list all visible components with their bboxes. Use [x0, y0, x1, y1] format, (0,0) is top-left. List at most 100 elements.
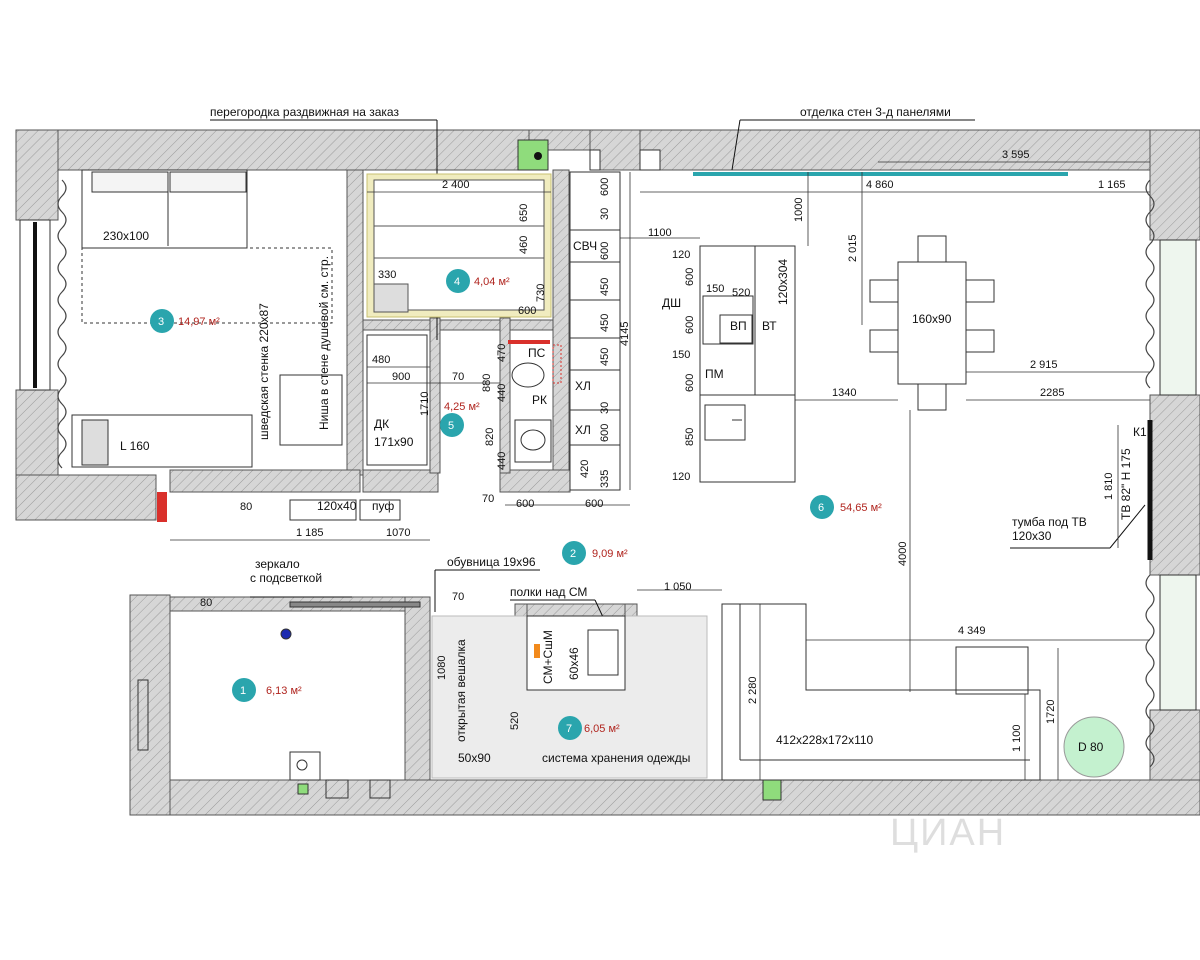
microwave-label: СВЧ: [573, 239, 597, 253]
room-7-area: 6,05 м²: [584, 723, 620, 735]
shower-size: 171х90: [374, 435, 414, 449]
dim-4000: 4000: [897, 542, 909, 566]
wall-panels-label: отделка стен 3-д панелями: [800, 105, 951, 119]
bedroom: [71, 169, 343, 468]
dim-30b: 30: [599, 402, 611, 414]
dim-520b: 520: [509, 712, 521, 730]
dim-120b: 120: [672, 471, 690, 483]
dim-4860: 4 860: [866, 179, 894, 191]
niche-label: Ниша в стене душевой см. стр.: [317, 256, 331, 430]
swedish-wall-label: шведская стенка 220х87: [257, 303, 271, 440]
island: [699, 245, 796, 483]
round-table-label: D 80: [1078, 740, 1104, 754]
dim-150b: 150: [672, 349, 690, 361]
dim-450c: 450: [599, 348, 611, 366]
dim-600-k2: 600: [684, 316, 696, 334]
dim-820: 820: [484, 428, 496, 446]
curtains: [57, 179, 1155, 768]
dim-330: 330: [378, 269, 396, 281]
dim-2400: 2 400: [442, 179, 470, 191]
partition-label: перегородка раздвижная на заказ: [210, 105, 399, 119]
dim-30a: 30: [599, 208, 611, 220]
room-3-area: 14,97 м²: [178, 316, 220, 328]
tv-stand-1: тумба под ТВ: [1012, 515, 1087, 529]
dim-450b: 450: [599, 314, 611, 332]
dim-1165: 1 165: [1098, 179, 1126, 191]
sink-pm-label: ПМ: [705, 367, 724, 381]
dim-900: 900: [392, 371, 410, 383]
bench-label: 120х40: [317, 499, 357, 513]
room-4-area: 4,04 м²: [474, 276, 510, 288]
dim-1185: 1 185: [296, 527, 324, 539]
room-5-area: 4,25 м²: [444, 401, 480, 413]
dim-480: 480: [372, 354, 390, 366]
fridge2-label: ХЛ: [575, 423, 591, 437]
dim-470: 470: [496, 344, 508, 362]
dim-1000: 1000: [793, 198, 805, 222]
toilet-label: ПС: [528, 346, 546, 360]
dim-1720: 1720: [1045, 700, 1057, 724]
dim-1050: 1 050: [664, 581, 692, 593]
room-2-number: 2: [570, 548, 576, 560]
dim-3595: 3 595: [1002, 149, 1030, 161]
open-hanger-label: открытая вешалка: [454, 639, 468, 742]
sink-label: РК: [532, 393, 547, 407]
room-1-number: 1: [240, 685, 246, 697]
dim-120a: 120: [672, 249, 690, 261]
dim-1070: 1070: [386, 527, 410, 539]
walls: [15, 129, 1200, 816]
dim-450a: 450: [599, 278, 611, 296]
mirror-label-2: с подсветкой: [250, 571, 322, 585]
l160-label: L 160: [120, 439, 150, 453]
dim-70a: 70: [452, 371, 464, 383]
dim-850: 850: [684, 428, 696, 446]
room5: [157, 334, 562, 522]
dimension-lines: [170, 161, 1150, 780]
bed-size: 230х100: [103, 229, 149, 243]
room7: [526, 615, 626, 691]
sofa-size: 412х228х172х110: [776, 733, 874, 747]
dim-730: 730: [535, 284, 547, 302]
room-6-number: 6: [818, 502, 824, 514]
dim-1080: 1080: [436, 656, 448, 680]
mirror-label-1: зеркало: [255, 557, 300, 571]
tv-stand-2: 120х30: [1012, 529, 1052, 543]
dim-80a: 80: [240, 501, 252, 513]
windows: [19, 219, 1197, 711]
dim-2015: 2 015: [847, 234, 859, 262]
dim-600b: 600: [599, 242, 611, 260]
pouf-label: пуф: [372, 499, 394, 513]
room-5-number: 5: [448, 420, 454, 432]
dishwasher-label: ДШ: [662, 296, 681, 310]
kitchen-column: [569, 149, 661, 491]
dim-1810: 1 810: [1103, 472, 1115, 500]
dining-size: 160х90: [912, 312, 952, 326]
dim-1100: 1100: [648, 227, 672, 239]
room-6-area: 54,65 м²: [840, 502, 882, 514]
room-2-area: 9,09 м²: [592, 548, 628, 560]
dim-2285: 2285: [1040, 387, 1064, 399]
dim-70b: 70: [482, 493, 494, 505]
oven-label: ВТ: [762, 319, 777, 333]
dim-420: 420: [579, 460, 591, 478]
dim-600-k3: 600: [684, 374, 696, 392]
shoe-rack-label: обувница 19х96: [447, 555, 536, 569]
dimension-texts: 3 595 4 860 1 165 2 400 650 460 730 600 …: [200, 149, 1126, 752]
dim-650: 650: [518, 204, 530, 222]
hall: [137, 499, 421, 799]
dim-2915: 2 915: [1030, 359, 1058, 371]
dim-600-k: 600: [684, 268, 696, 286]
dim-460: 460: [518, 236, 530, 254]
dim-80b: 80: [200, 597, 212, 609]
k1-label: К1: [1133, 425, 1147, 439]
watermark: ЦИАН: [890, 812, 1006, 854]
room-3-number: 3: [158, 316, 164, 328]
dim-4145: 4145: [619, 322, 631, 346]
island-size: 120х304: [776, 259, 790, 305]
fridge1-label: ХЛ: [575, 379, 591, 393]
dim-520-k: 520: [732, 287, 750, 299]
sofa: [721, 603, 1041, 801]
dim-150a: 150: [706, 283, 724, 295]
washer-size: 60х46: [567, 647, 581, 680]
wall-panel-line: [693, 172, 1068, 176]
